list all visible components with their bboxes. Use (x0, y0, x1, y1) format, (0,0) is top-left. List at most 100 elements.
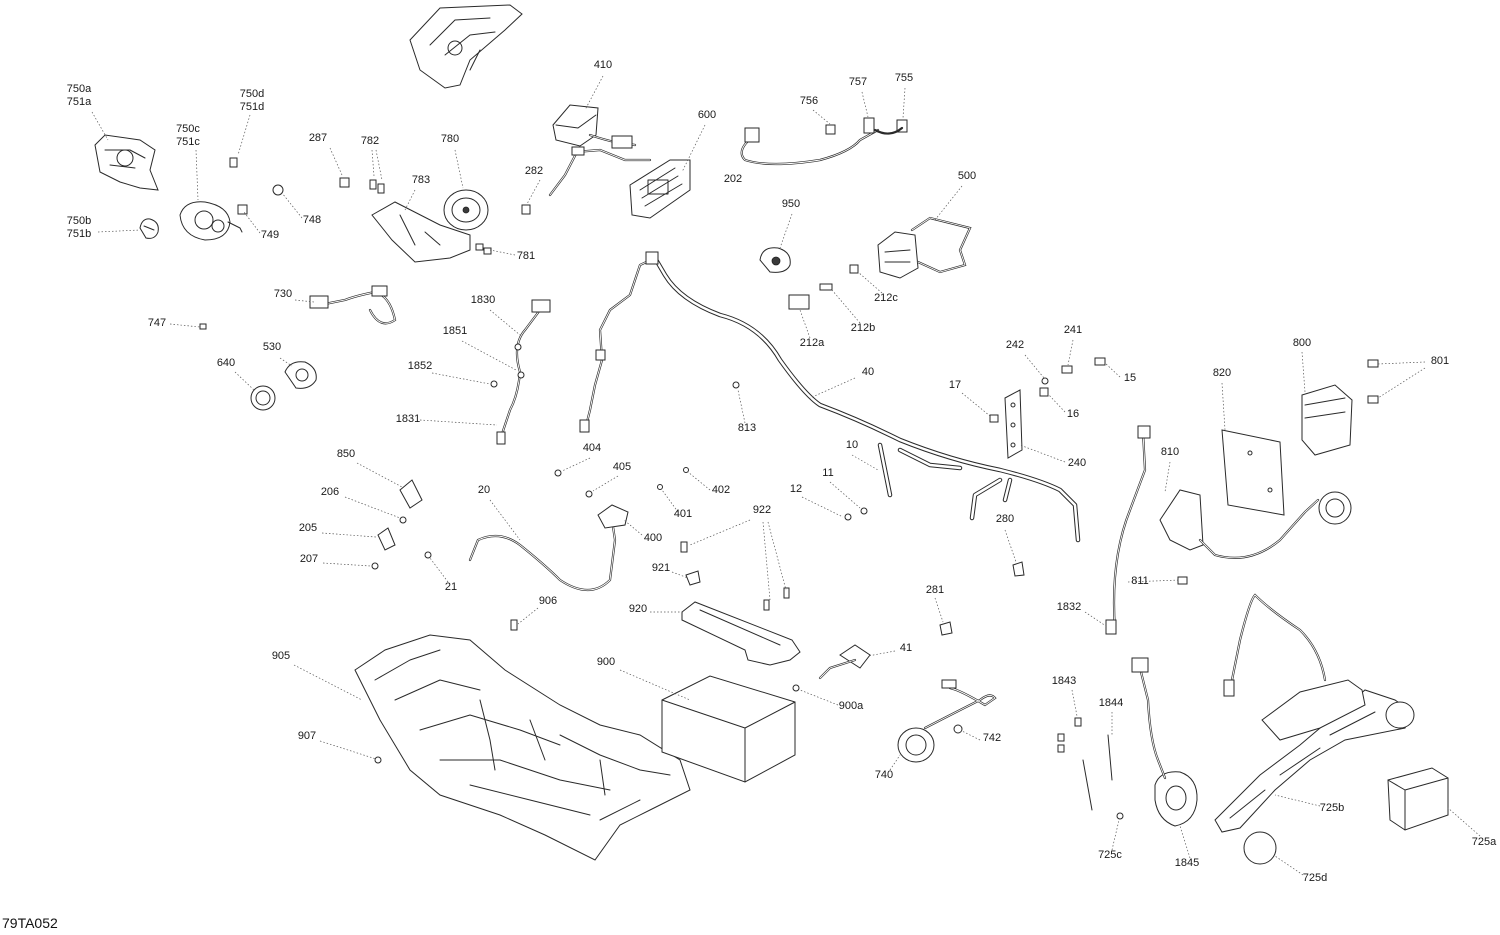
callout-label-900: 900 (597, 656, 615, 668)
callout-label-410: 410 (594, 59, 612, 71)
callout-label-800: 800 (1293, 337, 1311, 349)
callout-label-782: 782 (361, 135, 379, 147)
callout-label-402: 402 (712, 484, 730, 496)
callout-label-280: 280 (996, 513, 1014, 525)
part-1830-sensor-harness (490, 299, 551, 445)
callout-label-212c: 212c (874, 292, 898, 304)
part-212-connectors (788, 264, 859, 310)
callout-label-600: 600 (698, 109, 716, 121)
part-top-housing (409, 4, 523, 89)
callout-label-1852: 1852 (408, 360, 432, 372)
callout-label-725c: 725c (1098, 849, 1122, 861)
part-800-module (1301, 359, 1379, 456)
part-600-ecu (629, 159, 691, 219)
callout-label-1851: 1851 (443, 325, 467, 337)
part-20-cable (468, 518, 617, 592)
callout-label-750d: 750d (240, 88, 264, 100)
callout-label-781: 781 (517, 250, 535, 262)
callout-label-810: 810 (1161, 446, 1179, 458)
callout-label-750a: 750a (67, 83, 92, 95)
part-730-sensor (309, 285, 397, 325)
figure-code: 79TA052 (2, 915, 58, 931)
callout-label-287: 287 (309, 132, 327, 144)
callout-label-1843: 1843 (1052, 675, 1076, 687)
callout-label-820: 820 (1213, 367, 1231, 379)
callout-label-749: 749 (261, 229, 279, 241)
callout-label-241: 241 (1064, 324, 1082, 336)
part-920-bracket (510, 570, 801, 666)
callout-label-905: 905 (272, 650, 290, 662)
part-725d-cap (1243, 831, 1277, 865)
part-900-battery (661, 675, 796, 783)
part-780-horn (443, 189, 489, 231)
callout-label-405: 405 (613, 461, 631, 473)
callout-label-202: 202 (724, 173, 742, 185)
part-740-lamp (897, 679, 997, 763)
part-drawings (94, 4, 1449, 865)
part-750b-bulb (139, 218, 159, 239)
part-41-cable (792, 644, 871, 692)
part-small-fasteners (199, 157, 531, 330)
callout-label-41: 41 (900, 642, 912, 654)
callout-label-21: 21 (445, 581, 457, 593)
leader-lines (91, 75, 1481, 876)
callout-label-1830: 1830 (471, 294, 495, 306)
callout-label-751b: 751b (67, 228, 91, 240)
callout-label-747: 747 (148, 317, 166, 329)
callout-label-900a: 900a (839, 700, 864, 712)
callout-label-207: 207 (300, 553, 318, 565)
part-1832-sensor (1105, 619, 1117, 635)
callout-label-751a: 751a (67, 96, 92, 108)
callout-label-1832: 1832 (1057, 601, 1081, 613)
callout-label-240: 240 (1068, 457, 1086, 469)
callout-label-725b: 725b (1320, 802, 1344, 814)
callout-label-907: 907 (298, 730, 316, 742)
part-640-lamp (250, 385, 276, 411)
callout-label-11: 11 (822, 467, 833, 479)
callout-label-16: 16 (1067, 408, 1079, 420)
part-850-connector (371, 479, 432, 570)
callout-label-282: 282 (525, 165, 543, 177)
callout-label-801: 801 (1431, 355, 1449, 367)
callout-label-850: 850 (337, 448, 355, 460)
callout-label-205: 205 (299, 522, 317, 534)
callout-label-401: 401 (674, 508, 692, 520)
part-905-frame (354, 634, 691, 861)
part-202-sensor-harness (740, 117, 908, 166)
callout-label-906: 906 (539, 595, 557, 607)
callout-label-811: 811 (1131, 575, 1149, 587)
callout-label-12: 12 (790, 483, 802, 495)
callout-label-212a: 212a (800, 337, 825, 349)
part-725-license-bracket (1214, 593, 1415, 833)
part-810-bracket (1112, 425, 1352, 632)
callout-label-404: 404 (583, 442, 601, 454)
callout-label-920: 920 (629, 603, 647, 615)
callout-label-748: 748 (303, 214, 321, 226)
part-783-bracket (371, 201, 471, 263)
callout-label-212b: 212b (851, 322, 875, 334)
callout-label-530: 530 (263, 341, 281, 353)
callout-label-742: 742 (983, 732, 1001, 744)
callout-label-922: 922 (753, 504, 771, 516)
part-240-bracket (989, 357, 1106, 459)
callout-label-500: 500 (958, 170, 976, 182)
callout-label-242: 242 (1006, 339, 1024, 351)
callout-label-950: 950 (782, 198, 800, 210)
part-750a-housing (94, 134, 159, 191)
callout-label-1831: 1831 (396, 413, 420, 425)
callout-label-755: 755 (895, 72, 913, 84)
callout-label-783: 783 (412, 174, 430, 186)
part-820-plate (1221, 429, 1285, 516)
part-750c-switch (179, 201, 243, 241)
callout-label-400: 400 (644, 532, 662, 544)
callout-label-1844: 1844 (1099, 697, 1123, 709)
callout-label-921: 921 (652, 562, 670, 574)
callout-label-751d: 751d (240, 101, 264, 113)
part-1845-lamp (1057, 657, 1198, 827)
callout-label-751c: 751c (176, 136, 200, 148)
callout-label-813: 813 (738, 422, 756, 434)
callout-label-780: 780 (441, 133, 459, 145)
callout-label-40: 40 (862, 366, 874, 378)
